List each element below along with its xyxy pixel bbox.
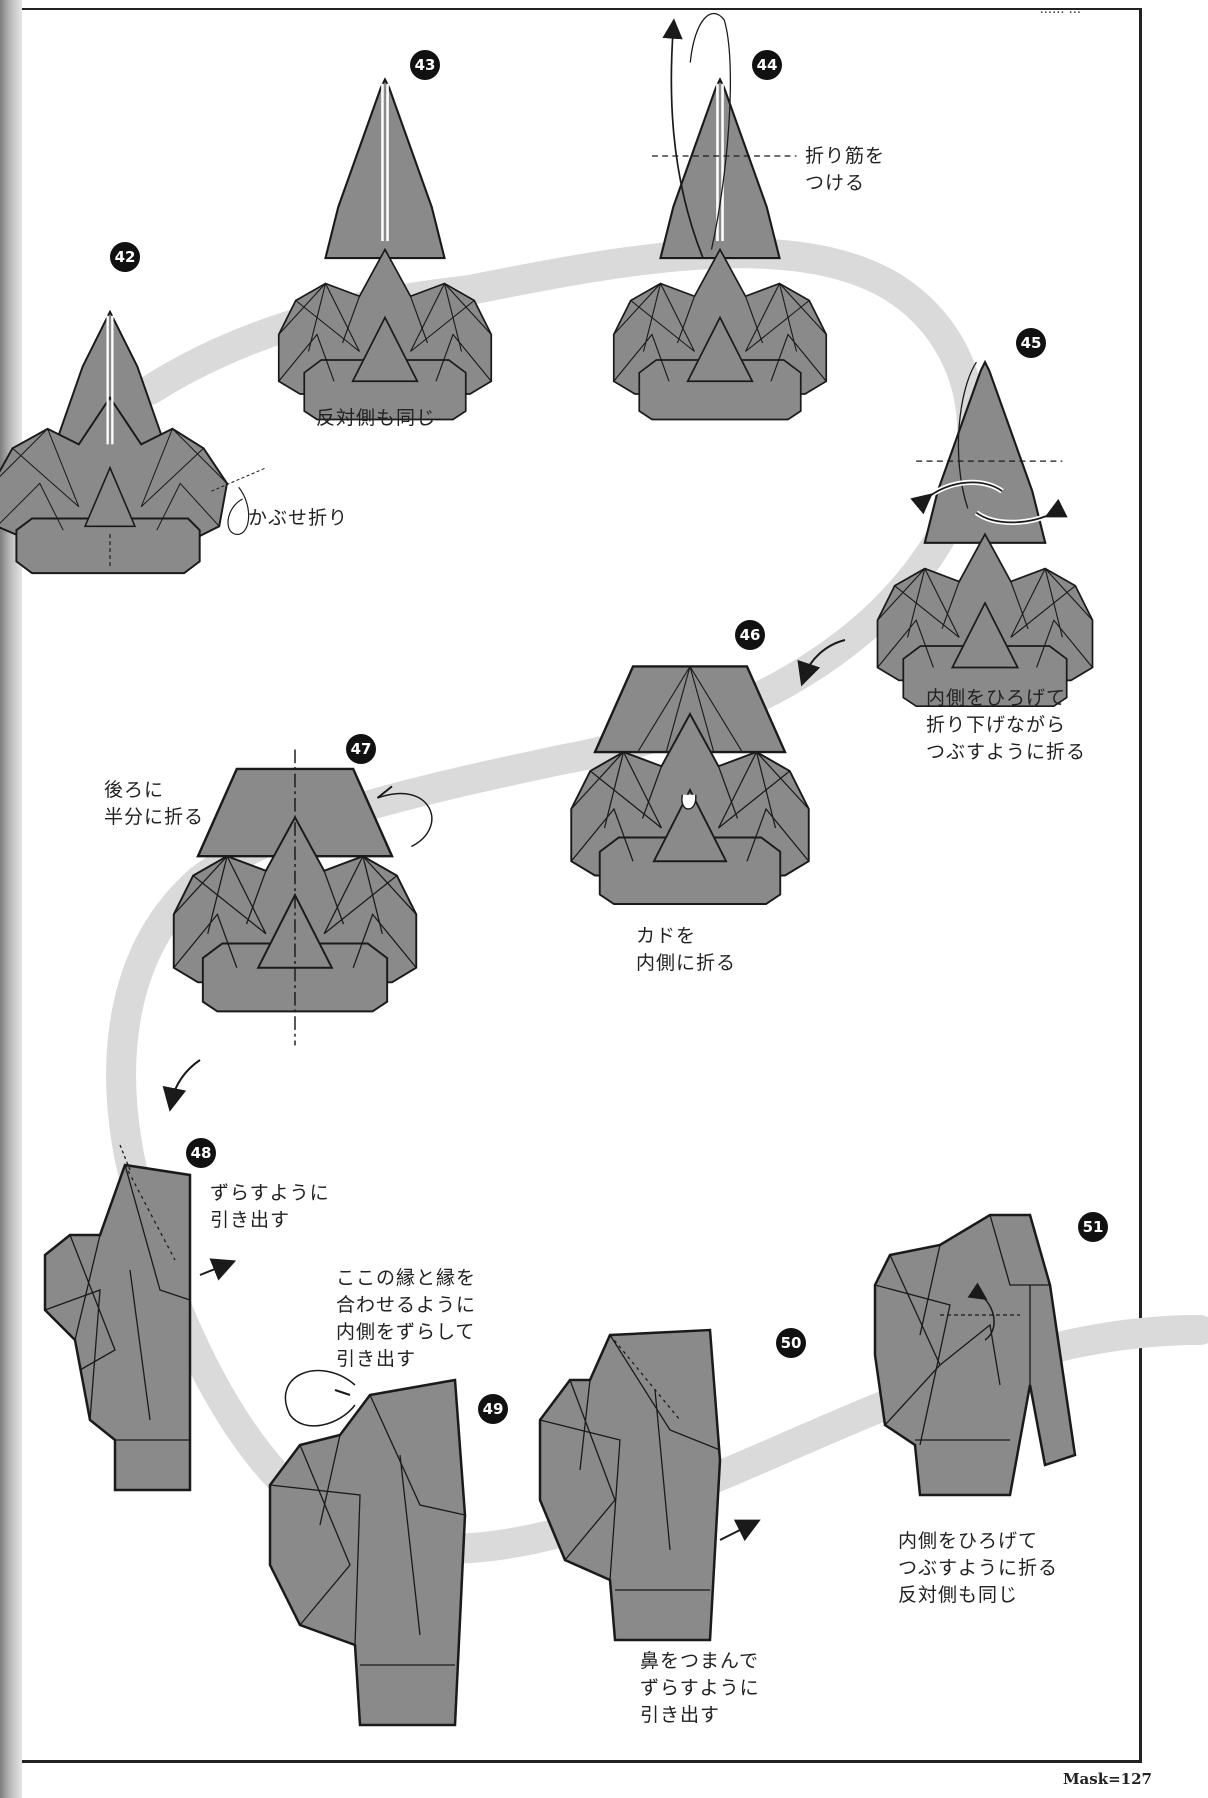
flow-arrow-47-48: [162, 1059, 201, 1112]
flow-arrow-45-46: [797, 639, 846, 687]
step-44-number: 44: [752, 50, 782, 80]
step-50-caption: 鼻をつまんで ずらすように 引き出す: [640, 1650, 760, 1726]
step-42-figure: [0, 309, 267, 575]
step-50-figure: [538, 1328, 761, 1642]
step-42-caption: かぶせ折り: [248, 507, 349, 529]
step-43-number: 43: [410, 50, 440, 80]
step-47-number: 47: [346, 734, 376, 764]
page-footer: Mask=127: [1062, 1770, 1152, 1788]
step-47-figure: [172, 749, 433, 1046]
step-43-caption: 反対側も同じ: [316, 407, 437, 429]
step-46-number: 46: [735, 620, 765, 650]
step-42-number: 42: [110, 242, 140, 272]
step-49-figure: [268, 1369, 467, 1727]
step-48-caption: ずらすように 引き出す: [210, 1182, 330, 1231]
step-44-caption: 折り筋を つける: [805, 145, 886, 194]
step-51-number: 51: [1078, 1212, 1108, 1242]
step-51-figure: [873, 1213, 1077, 1497]
step-45-figure: [876, 359, 1094, 708]
step-49-caption: ここの縁と縁を 合わせるように 内側をずらして 引き出す: [336, 1267, 477, 1370]
step-45-number: 45: [1016, 328, 1046, 358]
step-49-number: 49: [478, 1394, 508, 1424]
step-50-number: 50: [776, 1328, 806, 1358]
step-46-figure: [570, 665, 810, 905]
running-head: ...... ...: [1039, 2, 1081, 17]
step-51-caption: 内側をひろげて つぶすように折る 反対側も同じ: [898, 1530, 1059, 1606]
step-48-figure: [43, 1144, 237, 1492]
step-47-caption: 後ろに 半分に折る: [104, 779, 205, 828]
step-45-caption: 内側をひろげて 折り下げながら つぶすように折る: [926, 687, 1087, 763]
step-44-figure: [612, 13, 828, 421]
step-43-figure: [277, 77, 493, 421]
step-46-caption: カドを 内側に折る: [636, 925, 737, 974]
page-frame: ...... ...: [22, 2, 1142, 1763]
step-48-number: 48: [186, 1138, 216, 1168]
